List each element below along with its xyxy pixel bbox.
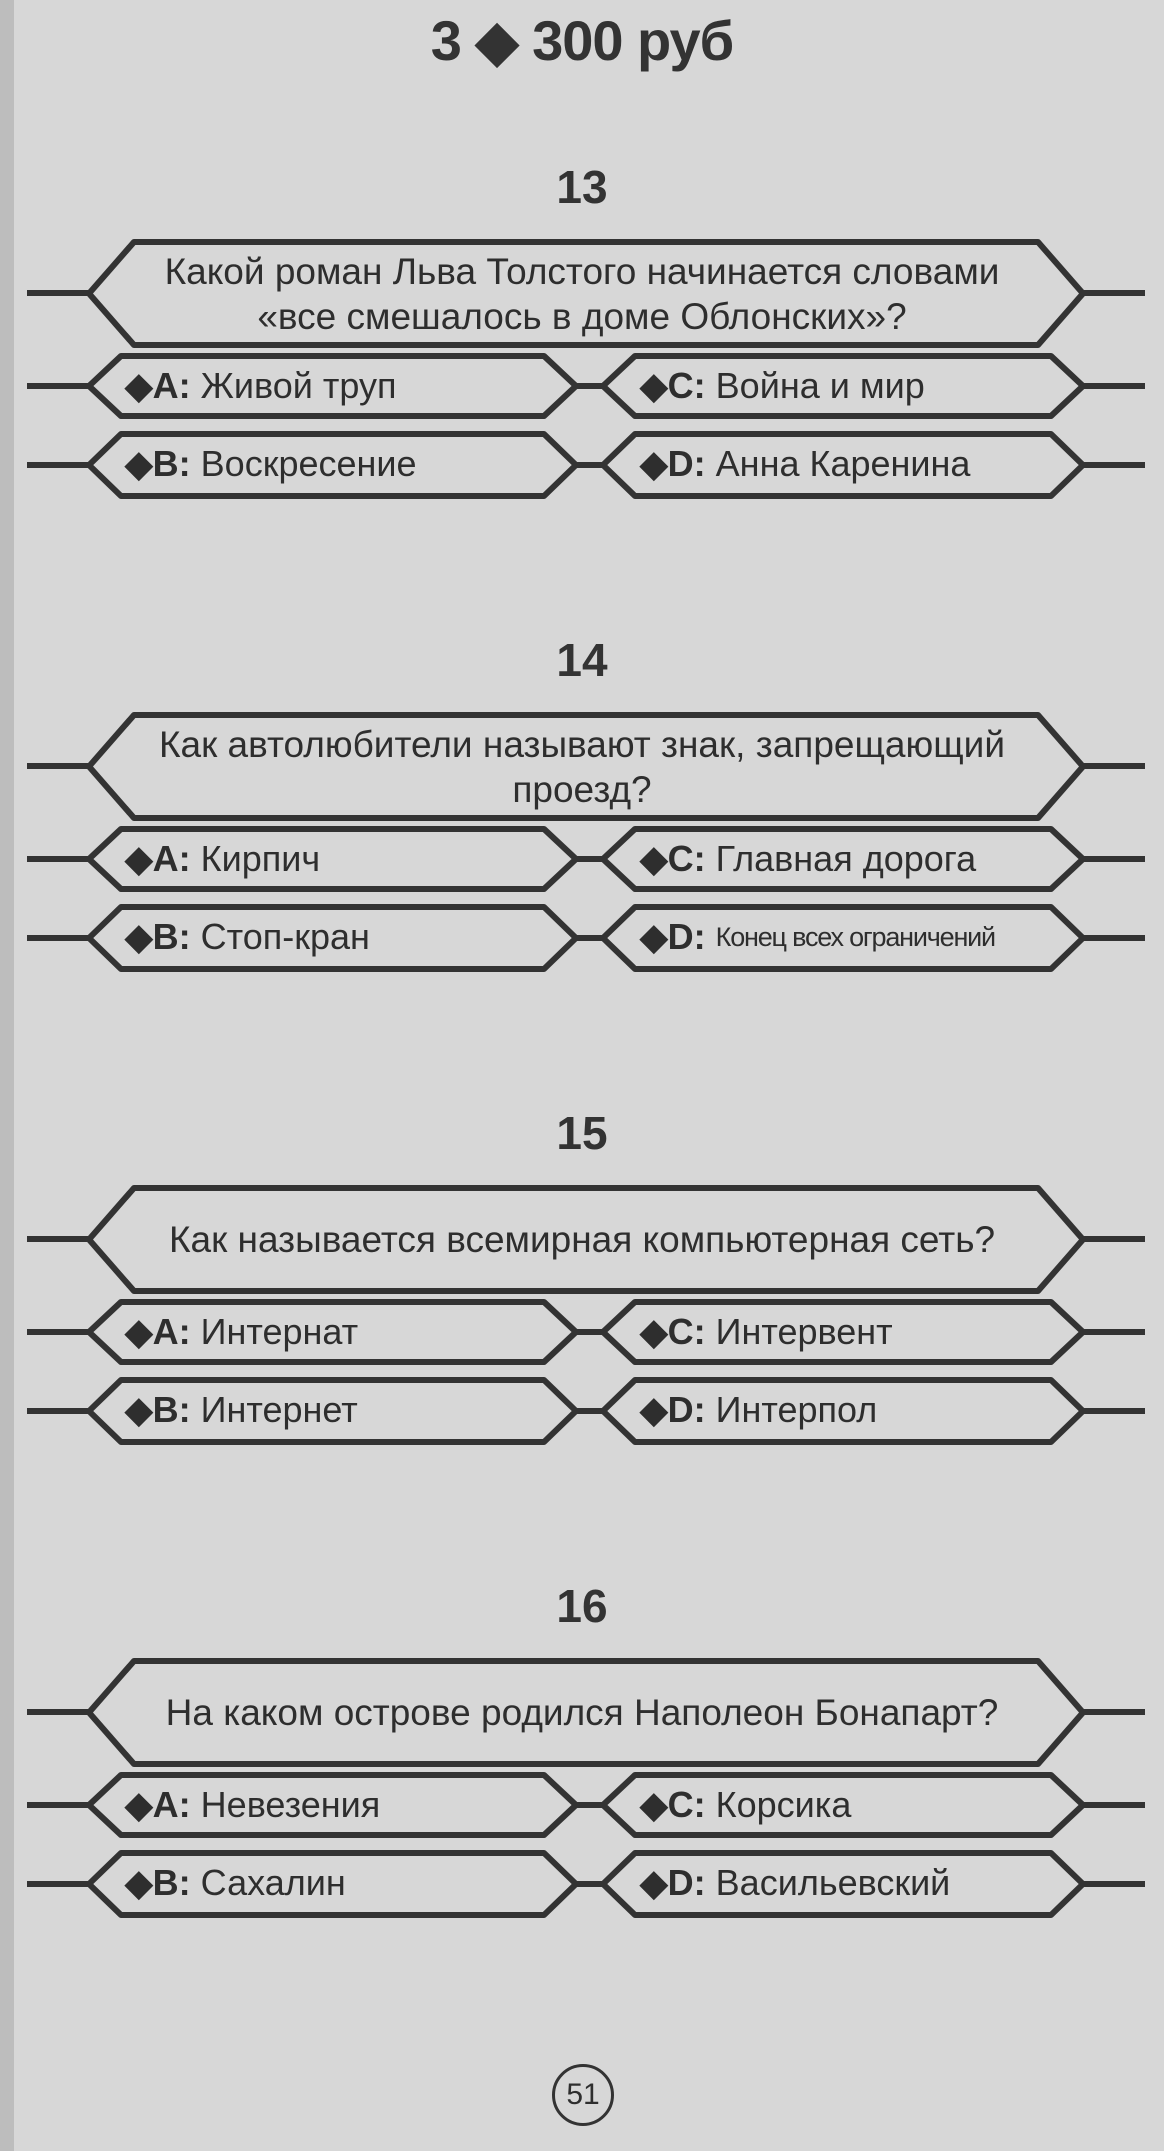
question-text: Какой роман Льва Толстого начинается сло… — [164, 250, 1000, 337]
answer-label: ◆C: — [640, 365, 706, 406]
answer-text: Главная дорога — [715, 838, 977, 879]
answer-option-a[interactable]: ◆A:Живой труп — [125, 356, 396, 416]
question-text: Как автолюбители называют знак, запрещаю… — [158, 723, 1006, 810]
answer-text: Стоп-кран — [200, 916, 370, 957]
answer-option-c[interactable]: ◆C:Интервент — [640, 1302, 893, 1362]
answer-option-b[interactable]: ◆B:Воскресение — [125, 434, 417, 494]
answer-label: ◆A: — [125, 365, 191, 406]
question-text: На каком острове родился Наполеон Бонапа… — [165, 1692, 999, 1733]
answer-text: Интернат — [200, 1311, 359, 1352]
answer-option-c[interactable]: ◆C:Корсика — [640, 1775, 851, 1835]
answer-text: Корсика — [715, 1784, 852, 1825]
answer-option-d[interactable]: ◆D:Интерпол — [640, 1380, 877, 1440]
answer-option-c[interactable]: ◆C:Война и мир — [640, 356, 925, 416]
answer-option-a[interactable]: ◆A:Кирпич — [125, 829, 320, 889]
answer-label: ◆D: — [640, 1862, 706, 1903]
answer-text: Конец всех ограничений — [715, 921, 996, 952]
answer-text: Васильевский — [715, 1862, 951, 1903]
answer-text: Сахалин — [200, 1862, 346, 1903]
answer-label: ◆D: — [640, 443, 706, 484]
answer-option-a[interactable]: ◆A:Невезения — [125, 1775, 380, 1835]
answer-label: ◆D: — [640, 916, 706, 957]
answer-label: ◆A: — [125, 838, 191, 879]
question-frame-graphic — [27, 712, 1145, 972]
answer-option-d[interactable]: ◆D:Васильевский — [640, 1853, 950, 1913]
answer-text: Анна Каренина — [715, 443, 971, 484]
answer-option-b[interactable]: ◆B:Стоп-кран — [125, 907, 370, 967]
answer-option-b[interactable]: ◆B:Интернет — [125, 1380, 358, 1440]
question-number: 16 — [556, 1580, 608, 1632]
answer-text: Кирпич — [200, 838, 321, 879]
page-number: 51 — [552, 2064, 614, 2126]
answer-label: ◆C: — [640, 1311, 706, 1352]
answer-text: Война и мир — [715, 365, 925, 406]
answer-text: Интернет — [200, 1389, 358, 1430]
answer-option-a[interactable]: ◆A:Интернат — [125, 1302, 358, 1362]
answer-option-b[interactable]: ◆B:Сахалин — [125, 1853, 346, 1913]
question-frame-graphic — [27, 239, 1145, 499]
answer-option-d[interactable]: ◆D:Анна Каренина — [640, 434, 970, 494]
page-title: 3 ◆ 300 руб — [430, 9, 735, 72]
answer-option-d[interactable]: ◆D: Конец всех ограничений — [640, 907, 996, 967]
answer-text: Живой труп — [200, 365, 397, 406]
answer-label: ◆C: — [640, 1784, 706, 1825]
answer-text: Воскресение — [200, 443, 417, 484]
answer-label: ◆B: — [125, 1389, 191, 1430]
answer-label: ◆B: — [125, 1862, 191, 1903]
page-edge-shadow — [0, 0, 14, 2151]
answer-text: Невезения — [200, 1784, 381, 1825]
question-text: Как называется всемирная компьютерная се… — [168, 1219, 996, 1260]
question-number: 13 — [556, 161, 608, 213]
question-block: 16 На каком острове родился Наполеон Бона… — [0, 1579, 1164, 1959]
answer-label: ◆B: — [125, 916, 191, 957]
question-frame-graphic — [27, 1185, 1145, 1445]
question-number: 15 — [556, 1107, 608, 1159]
answer-option-c[interactable]: ◆C:Главная дорога — [640, 829, 976, 889]
answer-label: ◆B: — [125, 443, 191, 484]
answer-label: ◆D: — [640, 1389, 706, 1430]
answer-text: Интервент — [715, 1311, 893, 1352]
question-number: 14 — [556, 634, 608, 686]
answer-label: ◆A: — [125, 1311, 191, 1352]
answer-label: ◆C: — [640, 838, 706, 879]
question-frame-graphic — [27, 1658, 1145, 1918]
answer-label: ◆A: — [125, 1784, 191, 1825]
answer-text: Интерпол — [715, 1389, 878, 1430]
